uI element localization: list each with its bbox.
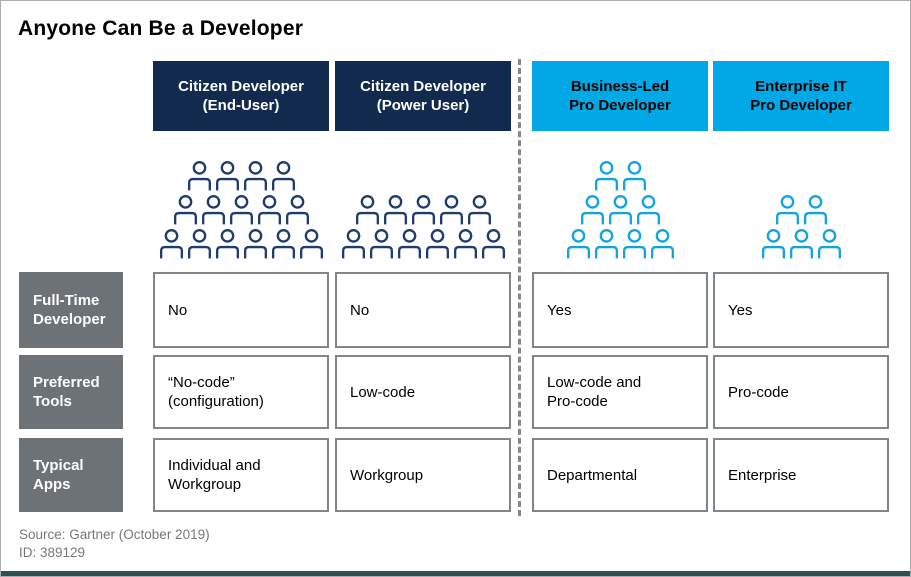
person-icon bbox=[817, 229, 841, 259]
person-icon bbox=[369, 229, 393, 259]
person-icon bbox=[271, 161, 295, 191]
person-icon bbox=[341, 229, 365, 259]
people-group-enterprise-it bbox=[713, 136, 889, 259]
person-icon bbox=[636, 195, 660, 225]
source-line: Source: Gartner (October 2019) bbox=[19, 527, 210, 542]
cell-apps-enterprise-it: Enterprise bbox=[713, 438, 889, 512]
cell-tools-citizen-end-user: “No-code” (configuration) bbox=[153, 355, 329, 429]
column-header-business-led: Business-Led Pro Developer bbox=[532, 61, 708, 131]
person-icon bbox=[187, 161, 211, 191]
column-header-enterprise-it: Enterprise IT Pro Developer bbox=[713, 61, 889, 131]
person-icon bbox=[622, 229, 646, 259]
person-icon bbox=[257, 195, 281, 225]
person-icon bbox=[566, 229, 590, 259]
person-icon bbox=[271, 229, 295, 259]
person-icon bbox=[761, 229, 785, 259]
id-line: ID: 389129 bbox=[19, 545, 86, 560]
person-icon bbox=[622, 161, 646, 191]
cell-tools-business-led: Low-code and Pro-code bbox=[532, 355, 708, 429]
row-header-typical-apps: Typical Apps bbox=[19, 438, 123, 512]
person-icon bbox=[650, 229, 674, 259]
cell-full-time-citizen-end-user: No bbox=[153, 272, 329, 348]
person-icon bbox=[594, 161, 618, 191]
cell-apps-citizen-power-user: Workgroup bbox=[335, 438, 511, 512]
cell-apps-business-led: Departmental bbox=[532, 438, 708, 512]
person-icon bbox=[775, 195, 799, 225]
row-header-full-time-developer: Full-Time Developer bbox=[19, 272, 123, 348]
source-note: Source: Gartner (October 2019) ID: 38912… bbox=[19, 526, 210, 562]
cell-full-time-citizen-power-user: No bbox=[335, 272, 511, 348]
person-icon bbox=[411, 195, 435, 225]
person-icon bbox=[173, 195, 197, 225]
person-icon bbox=[481, 229, 505, 259]
people-row bbox=[774, 194, 829, 225]
footer-accent-bar bbox=[1, 571, 910, 576]
page-title: Anyone Can Be a Developer bbox=[18, 17, 304, 40]
person-icon bbox=[285, 195, 309, 225]
person-icon bbox=[594, 229, 618, 259]
person-icon bbox=[159, 229, 183, 259]
person-icon bbox=[425, 229, 449, 259]
person-icon bbox=[397, 229, 421, 259]
people-row bbox=[354, 194, 493, 225]
people-row bbox=[172, 194, 311, 225]
person-icon bbox=[803, 195, 827, 225]
citizen-pro-divider-line bbox=[518, 59, 521, 516]
person-icon bbox=[453, 229, 477, 259]
cell-tools-citizen-power-user: Low-code bbox=[335, 355, 511, 429]
person-icon bbox=[243, 161, 267, 191]
column-header-citizen-end-user: Citizen Developer (End-User) bbox=[153, 61, 329, 131]
people-row bbox=[158, 228, 325, 259]
cell-full-time-enterprise-it: Yes bbox=[713, 272, 889, 348]
people-group-citizen-end-user bbox=[153, 136, 329, 259]
person-icon bbox=[187, 229, 211, 259]
people-row bbox=[340, 228, 507, 259]
people-row bbox=[186, 160, 297, 191]
people-row bbox=[579, 194, 662, 225]
person-icon bbox=[243, 229, 267, 259]
person-icon bbox=[580, 195, 604, 225]
person-icon bbox=[789, 229, 813, 259]
row-header-preferred-tools: Preferred Tools bbox=[19, 355, 123, 429]
person-icon bbox=[215, 229, 239, 259]
person-icon bbox=[299, 229, 323, 259]
person-icon bbox=[467, 195, 491, 225]
person-icon bbox=[383, 195, 407, 225]
cell-full-time-business-led: Yes bbox=[532, 272, 708, 348]
people-group-business-led bbox=[532, 136, 708, 259]
cell-apps-citizen-end-user: Individual and Workgroup bbox=[153, 438, 329, 512]
people-group-citizen-power-user bbox=[335, 136, 511, 259]
person-icon bbox=[215, 161, 239, 191]
cell-tools-enterprise-it: Pro-code bbox=[713, 355, 889, 429]
person-icon bbox=[229, 195, 253, 225]
column-header-citizen-power-user: Citizen Developer (Power User) bbox=[335, 61, 511, 131]
person-icon bbox=[608, 195, 632, 225]
people-row bbox=[565, 228, 676, 259]
person-icon bbox=[201, 195, 225, 225]
person-icon bbox=[439, 195, 463, 225]
people-row bbox=[760, 228, 843, 259]
person-icon bbox=[355, 195, 379, 225]
people-row bbox=[593, 160, 648, 191]
